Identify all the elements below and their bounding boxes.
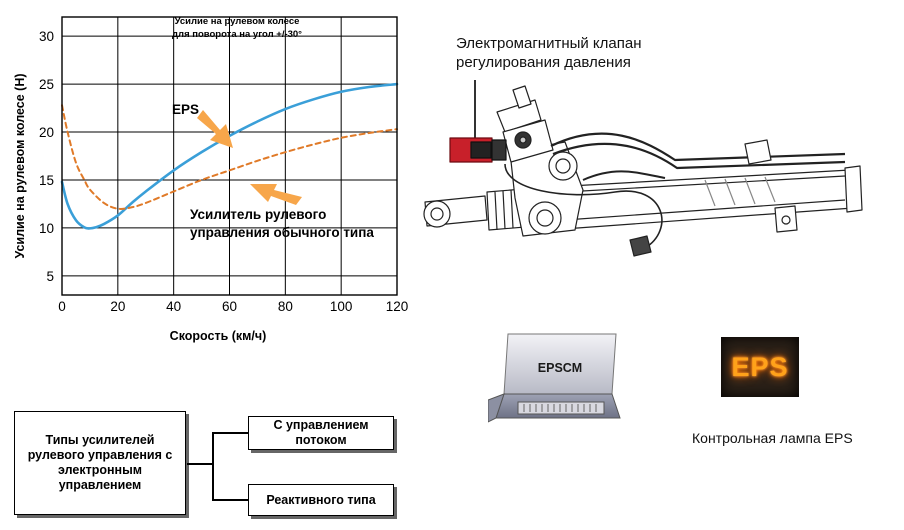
x-axis-label: Скорость (км/ч)	[170, 329, 267, 343]
chart-grid	[61, 17, 398, 295]
chart-series	[60, 82, 399, 230]
eps-lamp-caption: Контрольная лампа EPS	[692, 430, 853, 446]
tree-child-flow-control: С управлением потоком	[248, 416, 394, 450]
tree-root-label: Типы усилителей рулевого управления с эл…	[27, 433, 173, 492]
y-tick-label: 5	[46, 269, 54, 284]
tree-child-2-label: Реактивного типа	[266, 492, 376, 507]
wiring-harness	[504, 163, 663, 249]
x-tick-label: 80	[278, 299, 293, 314]
x-tick-label: 100	[330, 299, 353, 314]
chart-ticks: 0 20 40 60 80 100 120 5 10 15 20 25 30	[39, 29, 408, 314]
y-tick-label: 25	[39, 77, 54, 92]
mount-bracket-right	[744, 139, 772, 165]
plot-frame	[61, 16, 398, 296]
epscm-module-illustration: EPSCM	[488, 333, 621, 423]
x-tick-label: 0	[58, 299, 66, 314]
chart-title-line-1: Усилие на рулевом колесе	[175, 16, 300, 27]
x-tick-label: 20	[110, 299, 125, 314]
y-axis-label: Усилие на рулевом колесе (Н)	[13, 73, 27, 258]
y-tick-label: 10	[39, 221, 54, 236]
x-tick-label: 60	[222, 299, 237, 314]
harness-connector	[629, 235, 652, 257]
valve-label-line-1: Электромагнитный клапан	[456, 35, 642, 52]
eps-curve	[60, 82, 399, 230]
conventional-callout-arrow	[250, 184, 302, 205]
eps-lamp-text: EPS	[731, 351, 789, 382]
valve-label: Электромагнитный клапан регулирования да…	[456, 34, 642, 72]
x-tick-label: 40	[166, 299, 181, 314]
y-tick-label: 20	[39, 125, 54, 140]
tree-child-1-label: С управлением потоком	[273, 418, 369, 447]
y-tick-label: 30	[39, 29, 54, 44]
conventional-curve	[61, 104, 398, 210]
module-connector	[517, 401, 605, 415]
tree-connector-vertical	[212, 432, 214, 500]
y-tick-label: 15	[39, 173, 54, 188]
conventional-series-label-line-2: управления обычного типа	[190, 225, 374, 240]
tree-connector-stem	[187, 463, 213, 465]
eps-series-label: EPS	[172, 102, 199, 117]
eps-callout-arrow	[197, 110, 233, 148]
hydraulic-line-2	[552, 142, 846, 170]
valve-label-line-2: регулирования давления	[456, 54, 631, 71]
rack-housing	[534, 169, 854, 231]
tree-connector-branch-1	[212, 432, 248, 434]
steering-effort-chart: 0 20 40 60 80 100 120 5 10 15 20 25 30 Усилие на рул…	[13, 16, 408, 343]
tree-child-reactive: Реактивного типа	[248, 484, 394, 516]
steering-rack-illustration	[423, 80, 863, 257]
epscm-label: EPSCM	[538, 361, 582, 375]
eps-warning-lamp: EPS	[721, 337, 799, 397]
tree-root-box: Типы усилителей рулевого управления с эл…	[14, 411, 186, 515]
chart-title-line-2: для поворота на угол +/-30°	[172, 29, 302, 40]
tree-connector-branch-2	[212, 499, 248, 501]
x-tick-label: 120	[386, 299, 409, 314]
conventional-series-label-line-1: Усилитель рулевого	[190, 207, 326, 222]
hydraulic-line-1	[550, 132, 846, 162]
